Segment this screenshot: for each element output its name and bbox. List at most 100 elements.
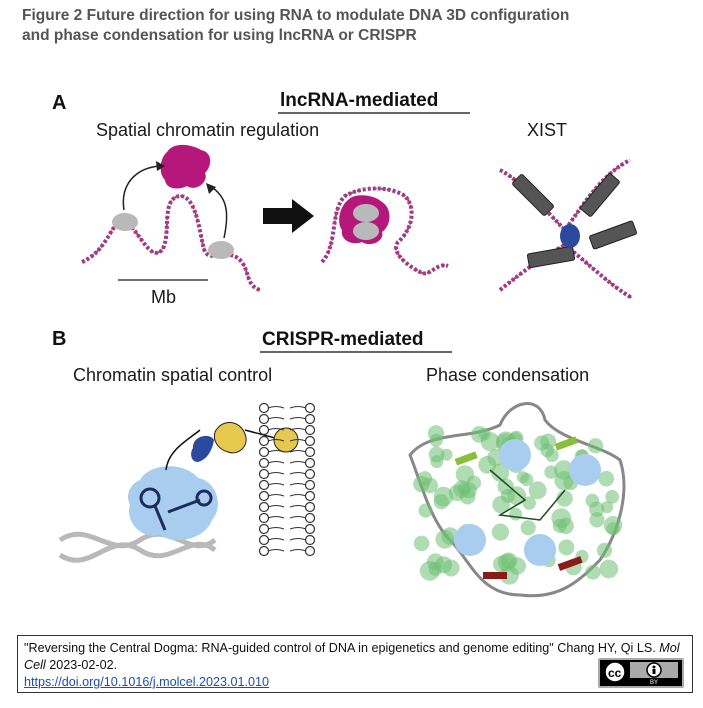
condensate-droplet <box>414 536 430 552</box>
lipid-tail <box>268 550 284 552</box>
lncrna-blob <box>161 145 211 189</box>
lipid-head <box>306 426 315 435</box>
binding-site <box>353 222 379 240</box>
chromatin-regulation-diagram: Mb <box>82 145 260 307</box>
lipid-tail <box>268 473 284 475</box>
lipid-tail <box>268 451 284 453</box>
lipid-head <box>260 503 269 512</box>
scale-label: Mb <box>151 287 176 307</box>
lipid-tail <box>268 462 284 464</box>
condensate-droplet <box>498 478 514 494</box>
binding-site <box>112 213 138 231</box>
lipid-head <box>306 415 315 424</box>
lipid-tail <box>268 539 284 541</box>
citation-doi-link[interactable]: https://doi.org/10.1016/j.molcel.2023.01… <box>24 675 269 689</box>
lipid-tail <box>268 418 284 420</box>
lipid-head <box>260 547 269 556</box>
citation-box: "Reversing the Central Dogma: RNA-guided… <box>17 635 693 693</box>
panel-a-heading: lncRNA-mediated <box>280 90 438 111</box>
lipid-head <box>306 404 315 413</box>
svg-text:BY: BY <box>650 680 658 686</box>
dna-strand <box>82 196 260 290</box>
lipid-head <box>260 448 269 457</box>
condensate-droplet <box>589 512 604 527</box>
transition-arrow <box>263 199 314 233</box>
target-locus <box>555 436 578 450</box>
lipid-head <box>260 437 269 446</box>
phase-condensation-label: Phase condensation <box>426 365 589 385</box>
panel-b-letter: B <box>52 328 66 350</box>
condensate-droplet <box>517 471 529 483</box>
citation-text: "Reversing the Central Dogma: RNA-guided… <box>24 641 659 655</box>
condensate-droplet <box>529 481 547 499</box>
condensate-droplet <box>558 539 574 555</box>
lipid-tail <box>290 418 306 420</box>
condensate-droplet <box>607 522 620 535</box>
lipid-head <box>260 470 269 479</box>
binding-site <box>208 241 234 259</box>
dcas9-complex <box>499 439 531 471</box>
lipid-head <box>306 492 315 501</box>
lipid-head <box>260 459 269 468</box>
lipid-tail <box>290 473 306 475</box>
figure-illustration: A lncRNA-mediated Spatial chromatin regu… <box>0 0 703 630</box>
lipid-head <box>306 536 315 545</box>
xist-segment <box>589 221 637 250</box>
condensate-droplet <box>588 438 603 453</box>
binding-site <box>353 204 379 222</box>
lipid-head <box>306 470 315 479</box>
arrow-to-lncrna <box>123 166 160 210</box>
cc-by-license-badge: cc BY <box>598 658 684 688</box>
target-locus <box>455 451 478 465</box>
xist-diagram <box>500 160 637 298</box>
target-locus <box>483 572 507 579</box>
condensate-droplet <box>478 456 496 474</box>
lipid-tail <box>268 517 284 519</box>
condensate-droplet <box>509 508 522 521</box>
condensate-droplet <box>521 520 536 535</box>
lipid-head <box>306 437 315 446</box>
cc-by-icon: cc BY <box>600 660 682 686</box>
lipid-head <box>260 525 269 534</box>
condensate-droplet <box>419 503 433 517</box>
lipid-tail <box>268 484 284 486</box>
lipid-tail <box>290 495 306 497</box>
spatial-chromatin-label: Spatial chromatin regulation <box>96 120 319 140</box>
condensate-droplet <box>597 543 612 558</box>
condensate-droplet <box>599 471 615 487</box>
condensate-droplet <box>601 501 613 513</box>
svg-text:cc: cc <box>608 666 622 680</box>
xist-segment <box>527 246 575 268</box>
adaptor-protein <box>191 436 214 462</box>
lipid-tail <box>290 484 306 486</box>
panel-b-heading: CRISPR-mediated <box>262 329 424 350</box>
lipid-head <box>260 481 269 490</box>
lipid-head <box>260 415 269 424</box>
lipid-tail <box>290 517 306 519</box>
lipid-head <box>306 514 315 523</box>
lipid-head <box>306 547 315 556</box>
condensate-droplet <box>493 556 510 573</box>
lipid-tail <box>268 506 284 508</box>
condensate-droplet <box>430 434 443 447</box>
lipid-tail <box>290 451 306 453</box>
condensate-droplet <box>585 565 600 580</box>
lipid-head <box>306 481 315 490</box>
lipid-head <box>260 514 269 523</box>
lipid-tail <box>290 506 306 508</box>
condensate-droplet <box>545 449 559 463</box>
condensate-droplet <box>443 560 460 577</box>
arrow-to-lncrna <box>210 186 227 238</box>
chromatin-spatial-control-label: Chromatin spatial control <box>73 365 272 385</box>
condensate-droplet <box>422 478 438 494</box>
condensate-droplet <box>467 476 482 491</box>
lipid-membrane <box>260 404 315 556</box>
lipid-tail <box>290 407 306 409</box>
dcas9-complex <box>569 454 601 486</box>
lipid-head <box>306 525 315 534</box>
condensate-droplet <box>551 508 571 528</box>
condensate-droplet <box>430 455 443 468</box>
lipid-tail <box>268 407 284 409</box>
lipid-head <box>260 536 269 545</box>
citation-date: 2023-02-02. <box>46 658 117 672</box>
